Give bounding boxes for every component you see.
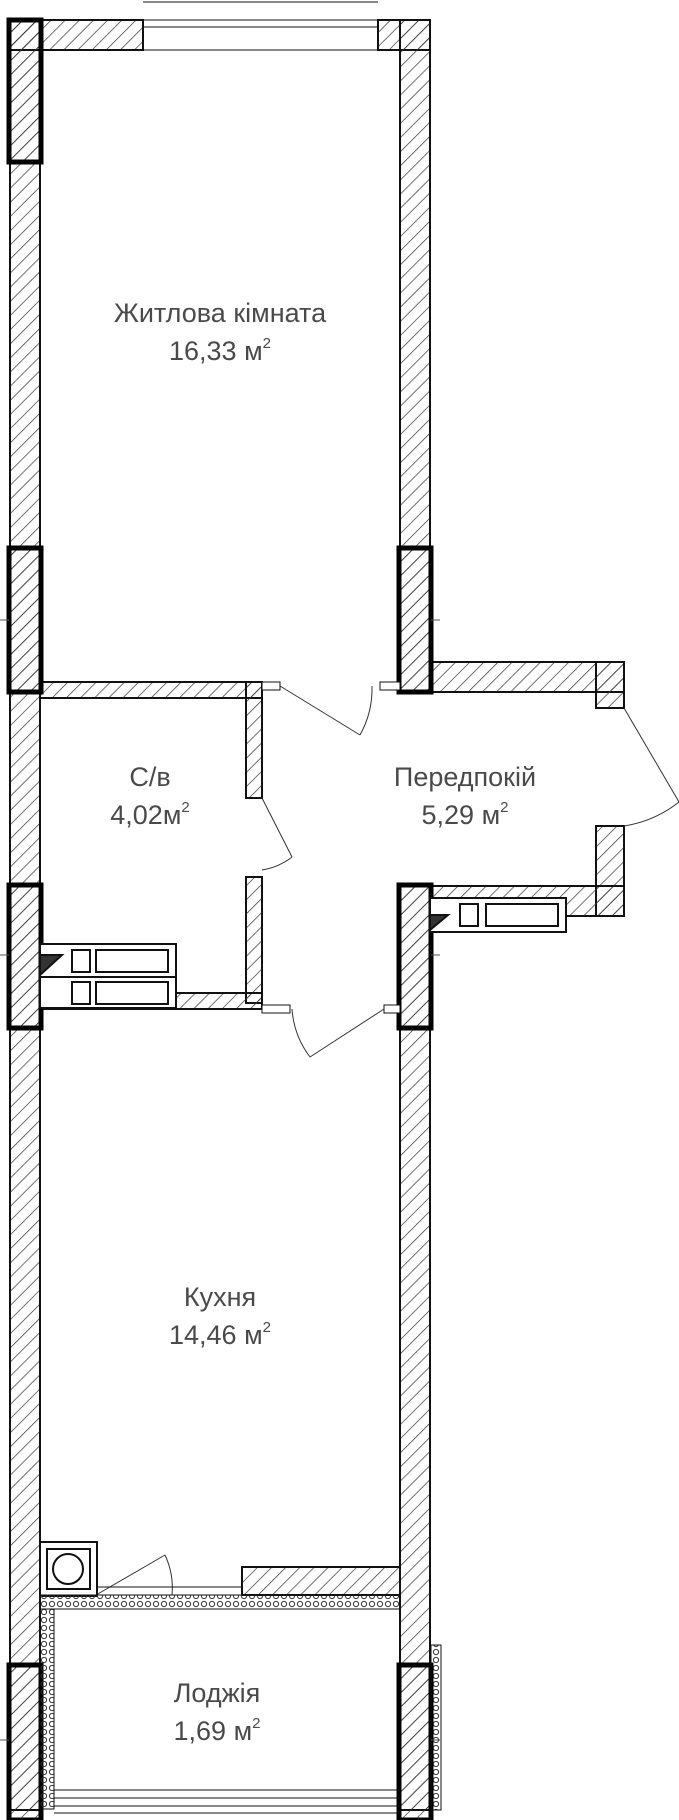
bathroom-wall-lower: [245, 876, 263, 1004]
boiler-icon: [39, 1541, 98, 1597]
upper-room-divider: [39, 681, 263, 699]
room-area: 4,02м2: [110, 799, 190, 830]
room-name: Лоджія: [173, 1678, 261, 1708]
room-area: 16,33 м2: [168, 335, 271, 366]
room-area: 14,46 м2: [169, 1319, 271, 1350]
room-label-loggia: Лоджія 1,69 м2: [174, 1674, 261, 1750]
walls: [9, 19, 625, 1811]
axis-ticks: [0, 619, 440, 1741]
room-label-kitchen: Кухня 14,46 м2: [169, 1278, 271, 1354]
right-wall-lower: [399, 884, 431, 1811]
loggia-frame: [39, 1586, 442, 1814]
top-window: [143, 1, 378, 51]
kitchen-balcony-wall: [241, 1566, 401, 1596]
room-label-hallway: Передпокій 5,29 м2: [394, 758, 536, 834]
hallway-upper-return: [595, 661, 625, 709]
room-area: 1,69 м2: [173, 1715, 261, 1746]
ventilation-shafts: [39, 897, 567, 1009]
room-area: 5,29 м2: [421, 799, 509, 830]
columns: [6, 17, 434, 1820]
room-name: Передпокій: [393, 762, 537, 792]
room-name: С/в: [129, 762, 171, 792]
room-name: Кухня: [183, 1282, 257, 1312]
hallway-upper-wall: [429, 661, 625, 693]
room-label-living-room: Житлова кімната 16,33 м2: [114, 294, 326, 370]
room-name: Житлова кімната: [113, 298, 327, 328]
bathroom-wall-upper: [245, 681, 263, 799]
door-swings: [95, 681, 679, 1596]
room-label-bathroom: С/в 4,02м2: [110, 758, 189, 834]
